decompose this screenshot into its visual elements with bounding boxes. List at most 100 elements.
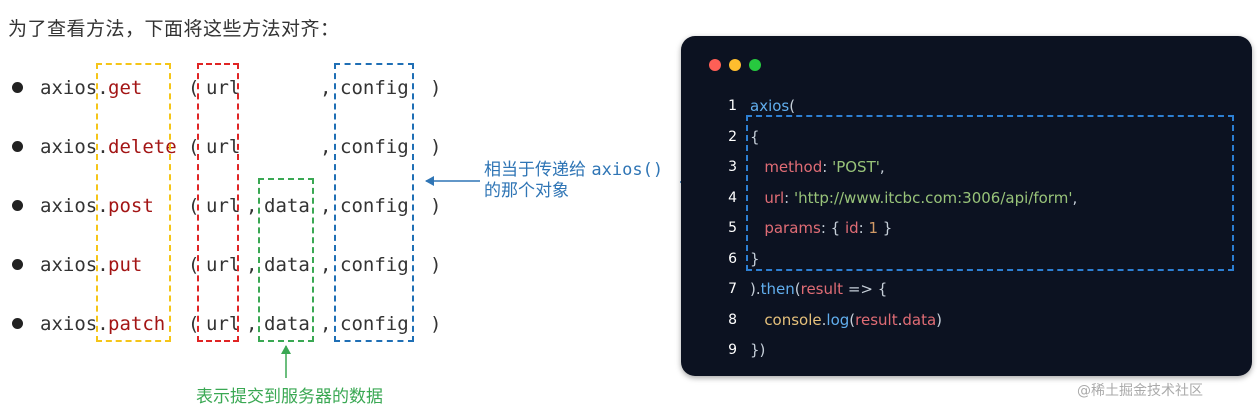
row-close: ) bbox=[430, 136, 442, 158]
code-text: }) bbox=[750, 338, 765, 362]
method-name-highlight-box bbox=[96, 63, 171, 342]
row-config: config bbox=[340, 77, 409, 99]
close-dot-icon bbox=[709, 59, 721, 71]
row-data: data bbox=[264, 313, 310, 335]
code-line: 8 console.log(result.data) bbox=[681, 308, 1252, 332]
line-number: 3 bbox=[728, 159, 737, 175]
line-number: 9 bbox=[728, 342, 737, 358]
data-param-label: 表示提交到服务器的数据 bbox=[196, 387, 383, 407]
line-number: 1 bbox=[728, 98, 737, 114]
callout-line1-text: 相当于传递给 bbox=[484, 160, 586, 180]
code-token: then bbox=[760, 280, 795, 298]
line-number: 2 bbox=[728, 128, 737, 145]
maximize-dot-icon bbox=[749, 59, 761, 71]
row-method: delete bbox=[108, 136, 177, 158]
line-number: 4 bbox=[728, 189, 737, 206]
row-open: ( bbox=[188, 77, 200, 99]
config-param-highlight-box bbox=[334, 63, 414, 342]
row-config: config bbox=[340, 313, 409, 335]
code-text: axios( bbox=[750, 94, 795, 118]
row-data: data bbox=[264, 254, 310, 276]
code-line: 2{ bbox=[681, 125, 1252, 149]
code-token: result bbox=[855, 310, 898, 329]
row-prefix: axios. bbox=[40, 195, 109, 217]
code-token: 'http://www.itcbc.com:3006/api/form' bbox=[793, 188, 1073, 207]
code-text: { bbox=[750, 125, 760, 149]
row-url: url bbox=[206, 77, 241, 99]
row-url: url bbox=[206, 313, 241, 335]
bullet-icon bbox=[12, 259, 23, 270]
bullet-icon bbox=[12, 200, 23, 211]
row-comma1: , bbox=[246, 195, 258, 217]
code-token: } bbox=[878, 219, 893, 237]
code-line: 9}) bbox=[681, 338, 1252, 362]
intro-text: 为了查看方法，下面将这些方法对齐： bbox=[8, 18, 340, 40]
row-method: get bbox=[108, 77, 143, 99]
code-text: ).then(result => { bbox=[750, 277, 887, 301]
bullet-icon bbox=[12, 318, 23, 329]
code-token: axios bbox=[750, 97, 790, 115]
code-token: : bbox=[858, 219, 869, 237]
line-number: 5 bbox=[728, 220, 737, 236]
row-close: ) bbox=[430, 254, 442, 276]
code-token: . bbox=[821, 310, 827, 329]
row-url: url bbox=[206, 195, 241, 217]
row-comma2: , bbox=[320, 313, 332, 335]
code-token: ). bbox=[750, 280, 761, 298]
code-token: }) bbox=[750, 341, 766, 359]
code-line: 7).then(result => { bbox=[681, 277, 1252, 301]
code-text: url: 'http://www.itcbc.com:3006/api/form… bbox=[750, 186, 1077, 210]
code-line: 1 axios( bbox=[681, 94, 1252, 118]
code-token: console bbox=[764, 310, 822, 329]
code-token: ) bbox=[936, 310, 943, 329]
callout-line1-code: axios() bbox=[591, 160, 664, 180]
row-prefix: axios. bbox=[40, 136, 109, 158]
code-line: 4 url: 'http://www.itcbc.com:3006/api/fo… bbox=[681, 186, 1252, 210]
code-token: } bbox=[750, 249, 760, 268]
bullet-icon bbox=[12, 141, 23, 152]
code-text: } bbox=[750, 247, 760, 271]
minimize-dot-icon bbox=[729, 59, 741, 71]
code-text: console.log(result.data) bbox=[750, 308, 942, 332]
axios-object-callout: 相当于传递给 axios() 的那个对象 bbox=[484, 160, 663, 202]
code-token bbox=[750, 311, 764, 329]
row-close: ) bbox=[430, 195, 442, 217]
row-prefix: axios. bbox=[40, 77, 109, 99]
code-token: result bbox=[800, 280, 844, 298]
data-param-highlight-box bbox=[258, 178, 314, 342]
row-url: url bbox=[206, 136, 241, 158]
row-comma1: , bbox=[246, 254, 258, 276]
row-prefix: axios. bbox=[40, 254, 109, 276]
row-method: put bbox=[108, 254, 143, 276]
config-object-highlight-box bbox=[746, 115, 1234, 271]
row-data: data bbox=[264, 195, 310, 217]
code-line: 5 params: { id: 1 } bbox=[681, 216, 1252, 240]
row-open: ( bbox=[188, 254, 200, 276]
row-method: post bbox=[108, 195, 154, 217]
code-token: 1 bbox=[868, 219, 879, 237]
code-token: id bbox=[844, 219, 859, 237]
bullet-icon bbox=[12, 82, 23, 93]
code-token: . bbox=[897, 310, 903, 329]
code-token: data bbox=[902, 310, 937, 329]
code-text: params: { id: 1 } bbox=[750, 216, 892, 240]
row-open: ( bbox=[188, 313, 200, 335]
row-open: ( bbox=[188, 136, 200, 158]
code-token: params bbox=[764, 219, 821, 237]
row-method: patch bbox=[108, 313, 166, 335]
line-number: 6 bbox=[728, 250, 737, 267]
code-token: ( bbox=[849, 310, 856, 329]
code-token: : bbox=[784, 188, 794, 207]
code-line: 3 method: 'POST', bbox=[681, 155, 1252, 179]
code-token: ( bbox=[794, 280, 801, 298]
line-number: 7 bbox=[728, 281, 737, 297]
code-token: : { bbox=[820, 219, 845, 237]
code-token: method bbox=[764, 158, 823, 176]
code-token: => { bbox=[843, 280, 888, 298]
row-open: ( bbox=[188, 195, 200, 217]
row-comma2: , bbox=[320, 136, 332, 158]
row-comma2: , bbox=[320, 195, 332, 217]
line-number: 8 bbox=[728, 311, 737, 328]
code-line: 6} bbox=[681, 247, 1252, 271]
